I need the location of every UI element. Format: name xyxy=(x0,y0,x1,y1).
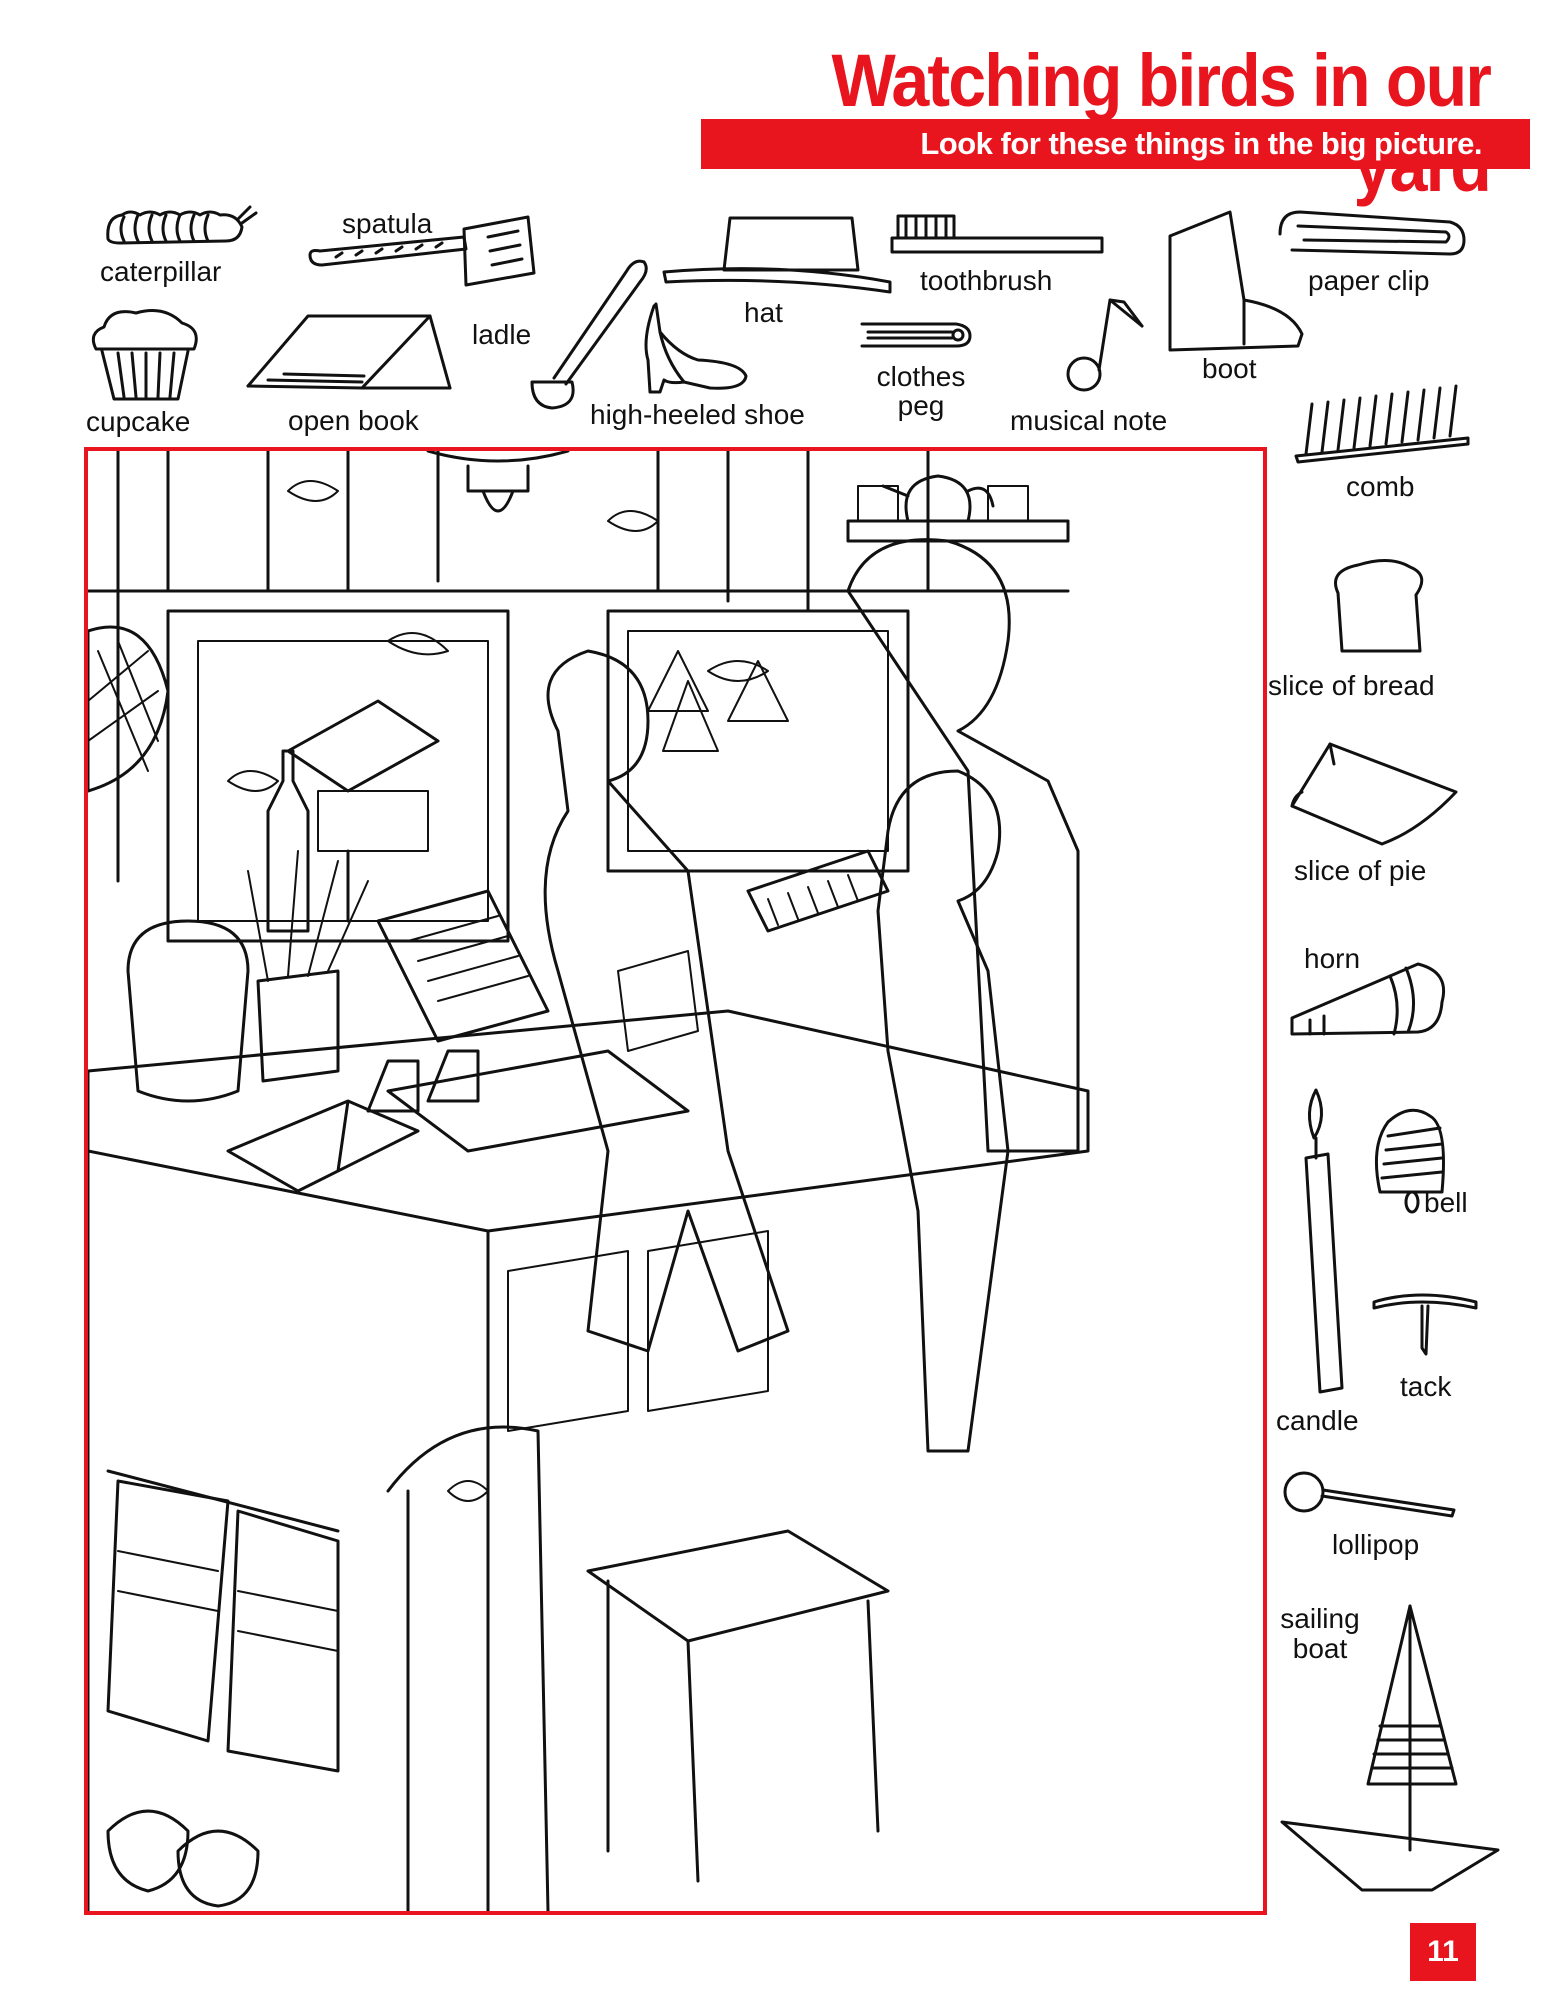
boot-icon xyxy=(1168,210,1304,352)
horn-icon xyxy=(1290,962,1445,1036)
ceiling-lamp xyxy=(426,451,570,513)
item-label: boot xyxy=(1202,353,1257,384)
woman xyxy=(846,538,1080,1153)
chair xyxy=(386,1425,550,1911)
item-label: candle xyxy=(1276,1405,1359,1436)
high-heeled-shoe-icon xyxy=(644,302,748,394)
ladle-icon xyxy=(530,259,648,410)
bottle xyxy=(266,749,310,933)
tack-icon xyxy=(1372,1293,1478,1356)
clipboard xyxy=(376,889,550,1043)
candle-icon xyxy=(1304,1088,1344,1394)
dish-towel xyxy=(106,1479,340,1773)
item-label: lollipop xyxy=(1332,1529,1420,1560)
bell-icon xyxy=(1374,1108,1445,1214)
comb-held xyxy=(746,849,890,933)
kitchen-window-right xyxy=(606,609,910,873)
item-label: slice of bread xyxy=(1268,670,1435,701)
item-label: cupcake xyxy=(86,406,191,437)
instruction-text: Look for these things in the big picture… xyxy=(920,126,1482,161)
slice-of-pie-icon xyxy=(1290,742,1458,846)
girl xyxy=(543,649,790,1353)
item-label: tack xyxy=(1400,1371,1452,1402)
item-label: hat xyxy=(744,297,783,328)
step-stool xyxy=(586,1529,890,1883)
item-label: horn xyxy=(1304,943,1361,974)
open-book-icon xyxy=(246,314,452,390)
hat-icon xyxy=(662,216,892,294)
kitchen-window xyxy=(166,609,510,943)
page-number: 11 xyxy=(1410,1923,1476,1981)
item-label: open book xyxy=(288,405,419,436)
item-label: paper clip xyxy=(1308,265,1430,296)
caterpillar-icon xyxy=(106,205,258,245)
bird-book xyxy=(226,1099,420,1193)
cookie-jar xyxy=(126,919,250,1103)
lollipop-icon xyxy=(1283,1471,1456,1518)
item-label: caterpillar xyxy=(100,256,222,287)
item-label: ladle xyxy=(472,319,532,350)
binoculars xyxy=(366,1049,480,1113)
instruction-banner: Look for these things in the big picture… xyxy=(701,119,1530,169)
cupcake-icon xyxy=(91,309,198,401)
item-label: spatula xyxy=(342,208,433,239)
apples xyxy=(106,1809,260,1908)
sink xyxy=(386,1049,690,1153)
slice-of-bread-icon xyxy=(1334,559,1424,653)
toothbrush-icon xyxy=(890,214,1104,254)
hidden-picture-scene xyxy=(84,447,1267,1915)
counter-top xyxy=(88,1009,1090,1233)
item-label: bell xyxy=(1424,1187,1468,1218)
item-label: toothbrush xyxy=(920,265,1053,296)
item-label: comb xyxy=(1346,471,1415,502)
item-label: clothes peg xyxy=(876,361,966,421)
spatula-icon xyxy=(308,215,536,287)
item-label: high-heeled shoe xyxy=(590,399,805,430)
upper-window-frame xyxy=(116,451,930,883)
item-label: musical note xyxy=(1010,405,1168,436)
paper-clip-icon xyxy=(1278,210,1466,256)
clothes-peg-icon xyxy=(860,322,972,348)
bird-feeder xyxy=(286,699,440,793)
utensil-holder xyxy=(256,969,340,1083)
teapot xyxy=(881,474,995,523)
shelf xyxy=(846,519,1070,543)
comb-icon xyxy=(1294,384,1470,464)
wall-basket xyxy=(88,625,170,793)
item-label: sailing boat xyxy=(1280,1603,1360,1664)
sailing-boat-icon xyxy=(1280,1604,1500,1892)
item-label: slice of pie xyxy=(1294,855,1427,886)
boy xyxy=(876,769,1010,1453)
musical-note-icon xyxy=(1066,298,1144,392)
